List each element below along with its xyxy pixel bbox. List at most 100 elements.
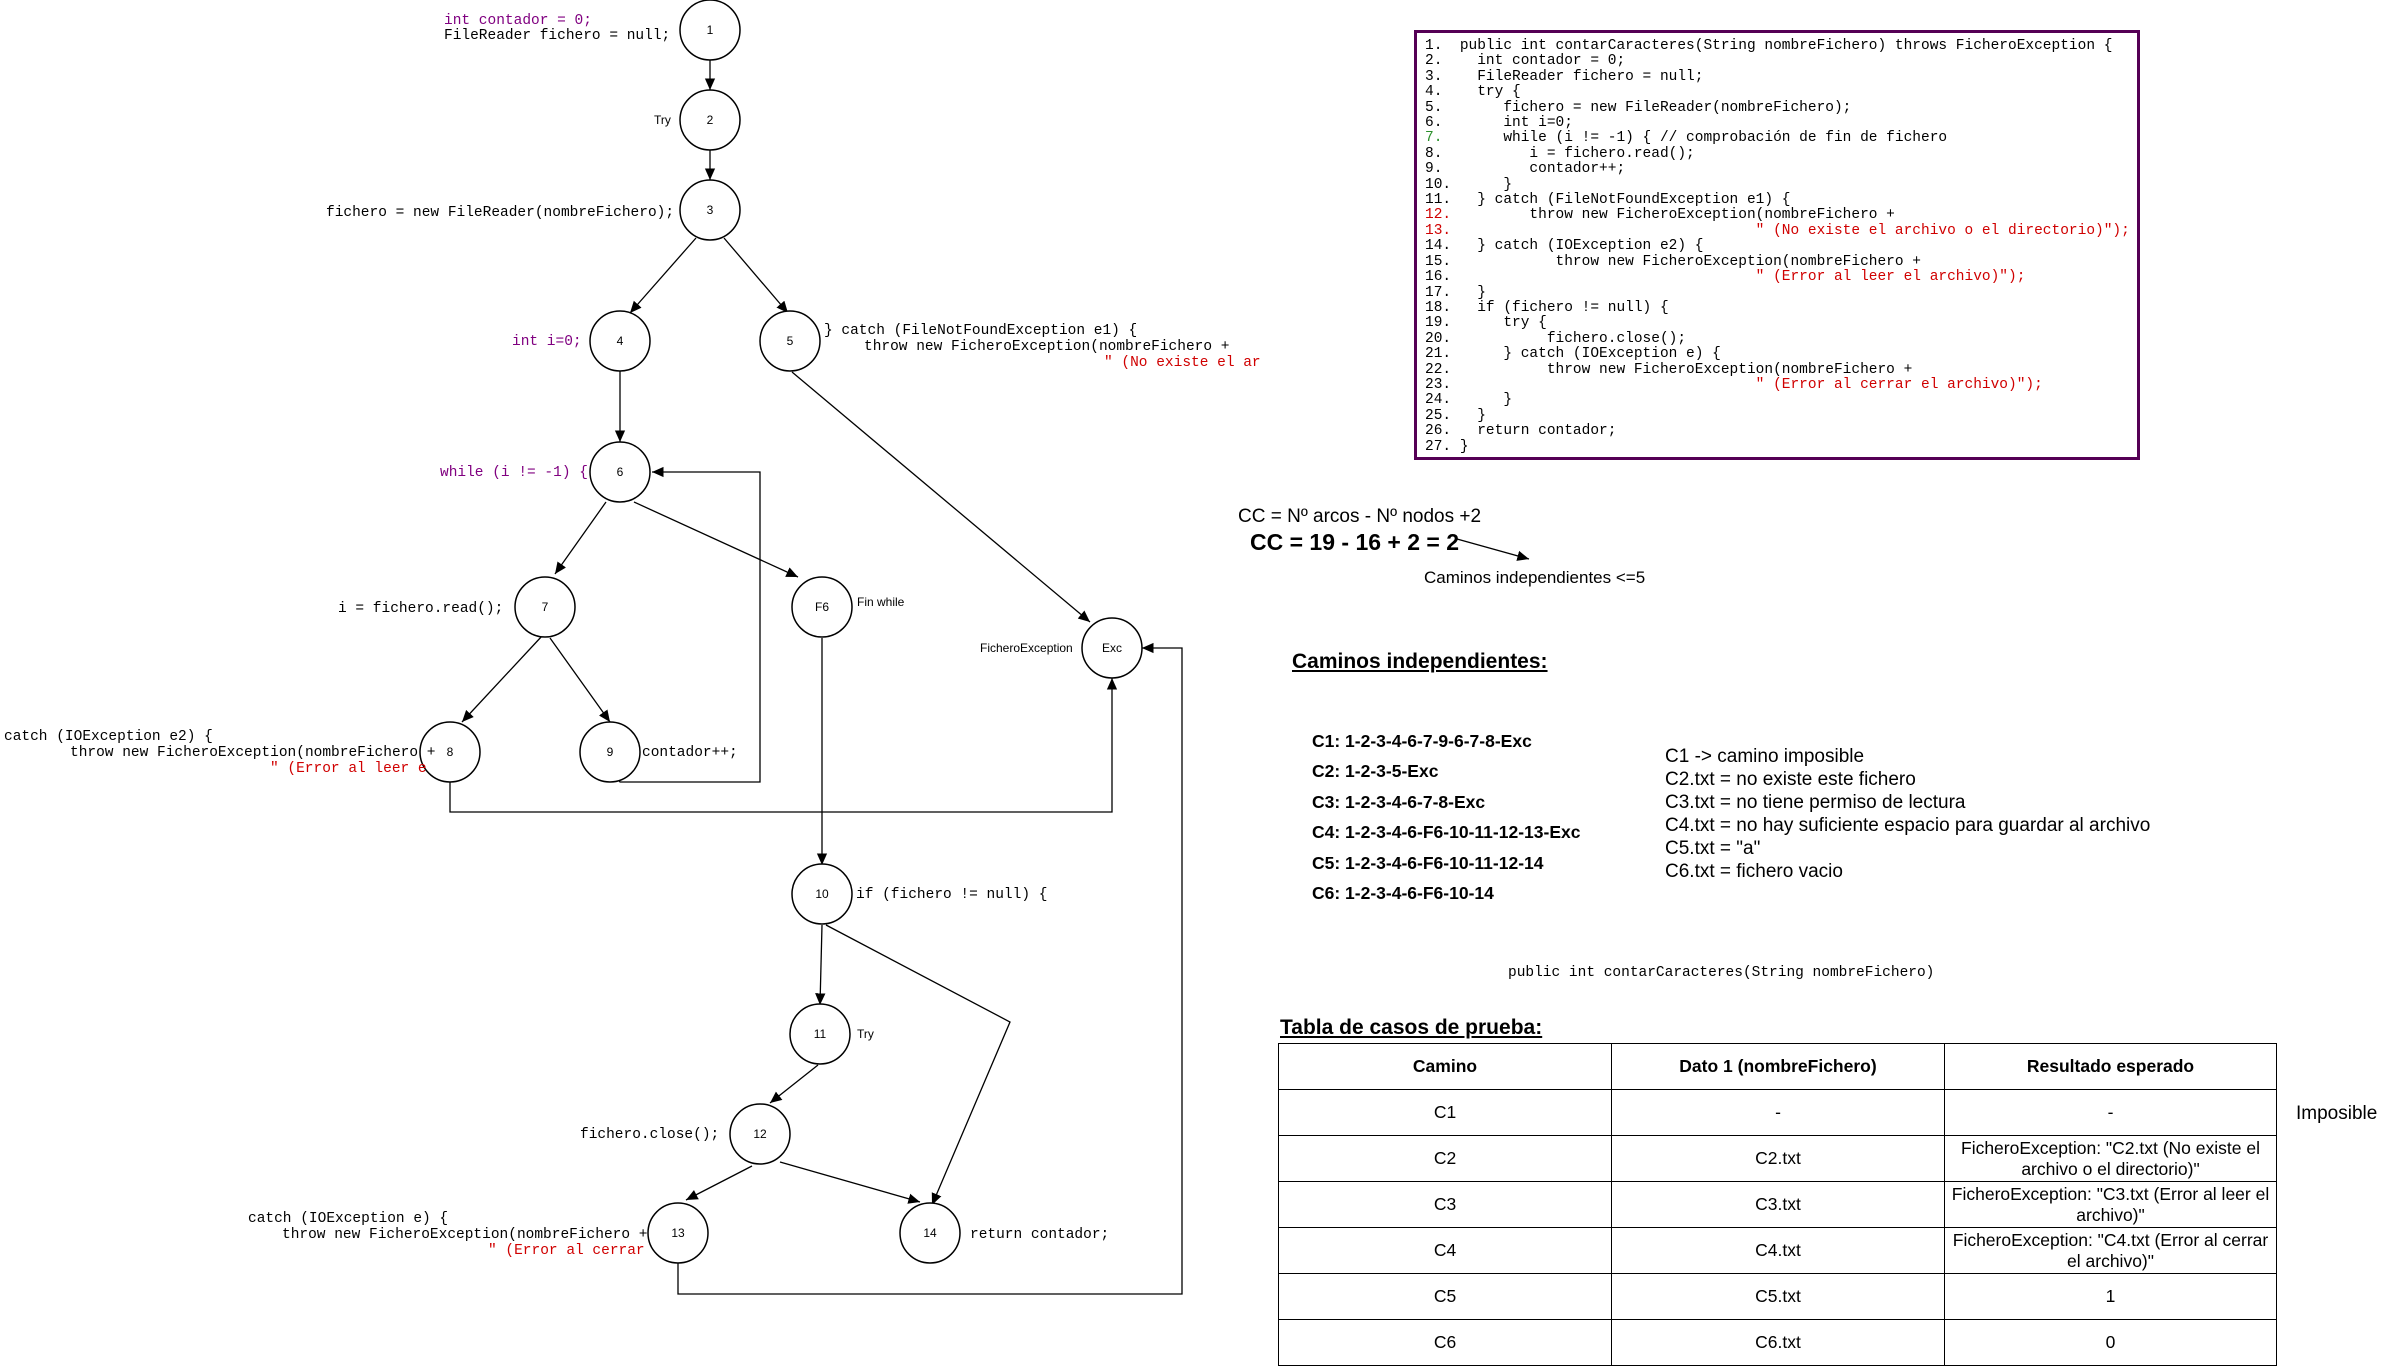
svg-text:5: 5 — [787, 334, 794, 348]
snippet-node-3: fichero = new FileReader(nombreFichero); — [326, 205, 674, 221]
snippet-node-6: while (i != -1) { — [440, 465, 588, 481]
cell: C6 — [1278, 1319, 1612, 1366]
cell: 1 — [1944, 1273, 2277, 1320]
line-number: 3. — [1425, 68, 1443, 85]
code-line: 10. } — [1425, 176, 2129, 193]
node-F6: F6 — [791, 576, 853, 638]
label-fichero-exception: FicheroException — [980, 641, 1073, 655]
line-text: throw new FicheroException(nombreFichero… — [1459, 253, 1921, 270]
svg-text:7: 7 — [542, 600, 549, 614]
line-number: 7. — [1425, 130, 1443, 147]
snippet-node-13b: throw new FicheroException(nombreFichero… — [282, 1227, 647, 1243]
line-number: 20. — [1425, 330, 1452, 347]
table-row: C1-- — [1278, 1089, 2277, 1136]
line-text: throw new FicheroException(nombreFichero… — [1459, 207, 1895, 224]
line-number: 6. — [1425, 115, 1443, 132]
line-number: 8. — [1425, 145, 1443, 162]
line-text: } — [1459, 284, 1486, 301]
line-text: FileReader fichero = null; — [1459, 68, 1704, 85]
snippet-node-9: contador++; — [642, 745, 738, 761]
node-8: 8 — [419, 721, 481, 783]
cell: C1 — [1278, 1089, 1612, 1136]
svg-text:8: 8 — [447, 745, 454, 759]
code-line: 22. throw new FicheroException(nombreFic… — [1425, 361, 2129, 378]
code-line: 24. } — [1425, 393, 2129, 408]
line-number: 15. — [1425, 253, 1452, 270]
node-14: 14 — [899, 1202, 961, 1264]
code-line: 21. } catch (IOException e) { — [1425, 346, 2129, 362]
code-line: 12. throw new FicheroException(nombreFic… — [1425, 208, 2129, 223]
svg-text:4: 4 — [617, 334, 624, 348]
cell: FicheroException: "C3.txt (Error al leer… — [1944, 1181, 2277, 1228]
code-line: 5. fichero = new FileReader(nombreFicher… — [1425, 99, 2129, 116]
code-line: 20. fichero.close(); — [1425, 330, 2129, 347]
code-line: 6. int i=0; — [1425, 115, 2129, 132]
source-code-panel: 1. public int contarCaracteres(String no… — [1414, 30, 2140, 460]
edge-6-7 — [554, 501, 607, 575]
code-line: 13. " (No existe el archivo o el directo… — [1425, 222, 2130, 239]
edge-10-11 — [815, 924, 826, 1006]
label-try-11: Try — [857, 1027, 874, 1041]
snippet-node-5b: throw new FicheroException(nombreFichero… — [864, 339, 1229, 355]
snippet-node-5a: } catch (FileNotFoundException e1) { — [824, 323, 1137, 339]
node-12: 12 — [729, 1103, 791, 1165]
line-number: 22. — [1425, 361, 1452, 378]
line-text: } — [1459, 438, 1469, 455]
code-line: 4. try { — [1425, 85, 2129, 100]
code-line: 19. try { — [1425, 316, 2129, 331]
line-number: 18. — [1425, 299, 1452, 316]
path-item: C3: 1-2-3-4-6-7-8-Exc — [1312, 791, 1486, 812]
line-text: try { — [1459, 315, 1547, 332]
line-text: } catch (FileNotFoundException e1) { — [1459, 192, 1791, 209]
line-number: 19. — [1425, 315, 1452, 332]
line-number: 2. — [1425, 53, 1443, 70]
line-number: 10. — [1425, 176, 1452, 193]
node-10: 10 — [791, 863, 853, 925]
cc-arrow — [1456, 538, 1530, 561]
snippet-node-7: i = fichero.read(); — [338, 601, 503, 617]
cell: C3 — [1278, 1181, 1612, 1228]
edge-7-8 — [461, 635, 543, 723]
code-line: 2. int contador = 0; — [1425, 54, 2129, 69]
edge-10-14 — [825, 924, 1011, 1206]
paths-title: Caminos independientes: — [1292, 650, 1548, 673]
cell: 0 — [1944, 1319, 2277, 1366]
edge-6-F6 — [633, 501, 799, 578]
snippet-node-8b: throw new FicheroException(nombreFichero… — [70, 745, 435, 761]
svg-text:6: 6 — [617, 465, 624, 479]
svg-text:10: 10 — [815, 887, 829, 901]
code-line: 14. } catch (IOException e2) { — [1425, 239, 2129, 254]
code-line: 27. } — [1425, 438, 2129, 455]
line-number: 27. — [1425, 438, 1452, 455]
node-7: 7 — [514, 576, 576, 638]
graph-nodes: 1 2 3 4 5 6 7 F6 Exc 8 9 10 11 12 13 14 — [419, 0, 1143, 1264]
line-text: " (Error al cerrar el archivo)"); — [1459, 376, 2043, 393]
path-item: C4: 1-2-3-4-6-F6-10-11-12-13-Exc — [1312, 822, 1581, 843]
line-text: int i=0; — [1459, 115, 1573, 132]
svg-text:3: 3 — [707, 203, 714, 217]
path-note: C6.txt = fichero vacio — [1665, 861, 1843, 882]
line-text: fichero = new FileReader(nombreFichero); — [1459, 99, 1852, 116]
snippet-node-4: int i=0; — [512, 334, 582, 350]
snippet-node-12: fichero.close(); — [580, 1127, 719, 1143]
node-13: 13 — [647, 1202, 709, 1264]
code-line: 17. } — [1425, 284, 2129, 301]
code-line: 8. i = fichero.read(); — [1425, 145, 2129, 162]
line-number: 13. — [1425, 222, 1452, 239]
code-line: 9. contador++; — [1425, 162, 2129, 177]
svg-text:14: 14 — [923, 1226, 937, 1240]
line-number: 9. — [1425, 161, 1443, 178]
test-cases-table: Camino Dato 1 (nombreFichero) Resultado … — [1278, 1043, 2277, 1366]
label-try-2: Try — [654, 113, 671, 127]
line-number: 4. — [1425, 84, 1443, 101]
code-line: 26. return contador; — [1425, 423, 2129, 439]
line-text: int contador = 0; — [1459, 53, 1626, 70]
line-number: 14. — [1425, 238, 1452, 255]
node-1: 1 — [679, 0, 741, 61]
path-item: C1: 1-2-3-4-6-7-9-6-7-8-Exc — [1312, 731, 1532, 751]
header-dato: Dato 1 (nombreFichero) — [1611, 1043, 1945, 1090]
code-line: 7. while (i != -1) { // comprobación de … — [1425, 131, 2129, 146]
